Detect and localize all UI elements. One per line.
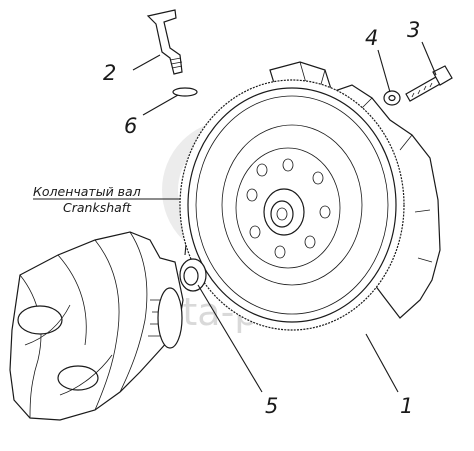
callout-4: 4 (365, 26, 378, 50)
flywheel-bolt-holes (246, 158, 331, 259)
leader-1 (365, 333, 399, 393)
callout-1: 1 (400, 394, 413, 418)
flywheel (179, 79, 405, 331)
callout-3: 3 (407, 18, 420, 42)
crankshaft-label-ru: Коленчатый вал (33, 184, 141, 199)
callout-6: 6 (124, 114, 137, 138)
dowel-pin (146, 9, 183, 75)
crankshaft-label-en: Crankshaft (63, 200, 132, 215)
washer (383, 90, 401, 106)
leader-lines (132, 41, 437, 393)
flywheel-bolt (405, 65, 453, 102)
leader-6 (142, 94, 179, 116)
leader-5 (197, 284, 263, 393)
leader-4 (377, 49, 391, 93)
crankshaft (9, 231, 184, 421)
leader-2 (132, 54, 161, 71)
callout-5: 5 (265, 394, 278, 418)
leader-3 (421, 41, 437, 76)
o-ring (172, 87, 198, 97)
callout-2: 2 (103, 61, 116, 85)
pilot-bearing (179, 258, 207, 292)
